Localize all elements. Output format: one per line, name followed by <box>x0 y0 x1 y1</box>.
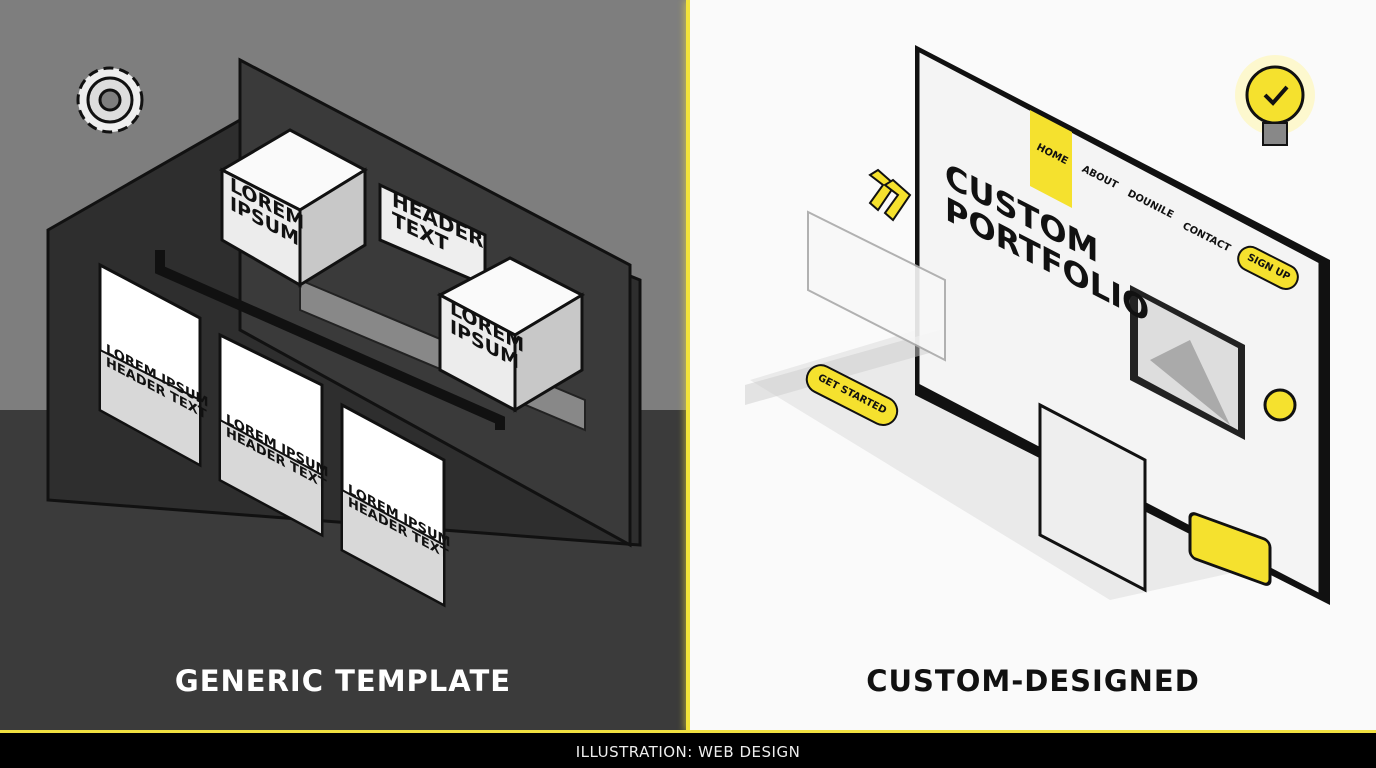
card-1 <box>98 262 202 468</box>
generic-template-caption: GENERIC TEMPLATE <box>174 664 512 698</box>
card-3 <box>340 402 446 608</box>
footer-label: ILLUSTRATION: WEB DESIGN <box>575 743 801 761</box>
custom-designed-panel: HOME ABOUT DOUNILE CONTACT SIGN UP CUSTO… <box>690 0 1376 732</box>
connector-line <box>155 250 505 430</box>
mountain-icon <box>1150 340 1230 425</box>
generic-template-panel: LOREM IPSUM HEADER TEXT LOREM IPSUM LORE… <box>0 0 686 732</box>
floor-shadow <box>750 320 1290 600</box>
next-arrow-button <box>1263 388 1297 422</box>
panel-divider <box>686 0 690 732</box>
nav-home-highlight <box>1030 110 1072 208</box>
cube-1 <box>218 128 369 288</box>
card-2 <box>218 332 324 538</box>
floating-card <box>807 210 946 362</box>
generic-template-illustration <box>46 57 642 608</box>
lightbulb-check-icon <box>1235 55 1315 146</box>
code-icon <box>1188 512 1272 586</box>
footer-bar: ILLUSTRATION: WEB DESIGN <box>0 730 1376 768</box>
gear-icon <box>76 66 144 134</box>
cube-2 <box>436 256 586 413</box>
custom-designed-illustration <box>745 45 1330 605</box>
custom-designed-caption: CUSTOM-DESIGNED <box>866 664 1200 698</box>
document-card <box>1038 402 1147 593</box>
double-chevron-icon <box>868 168 912 222</box>
